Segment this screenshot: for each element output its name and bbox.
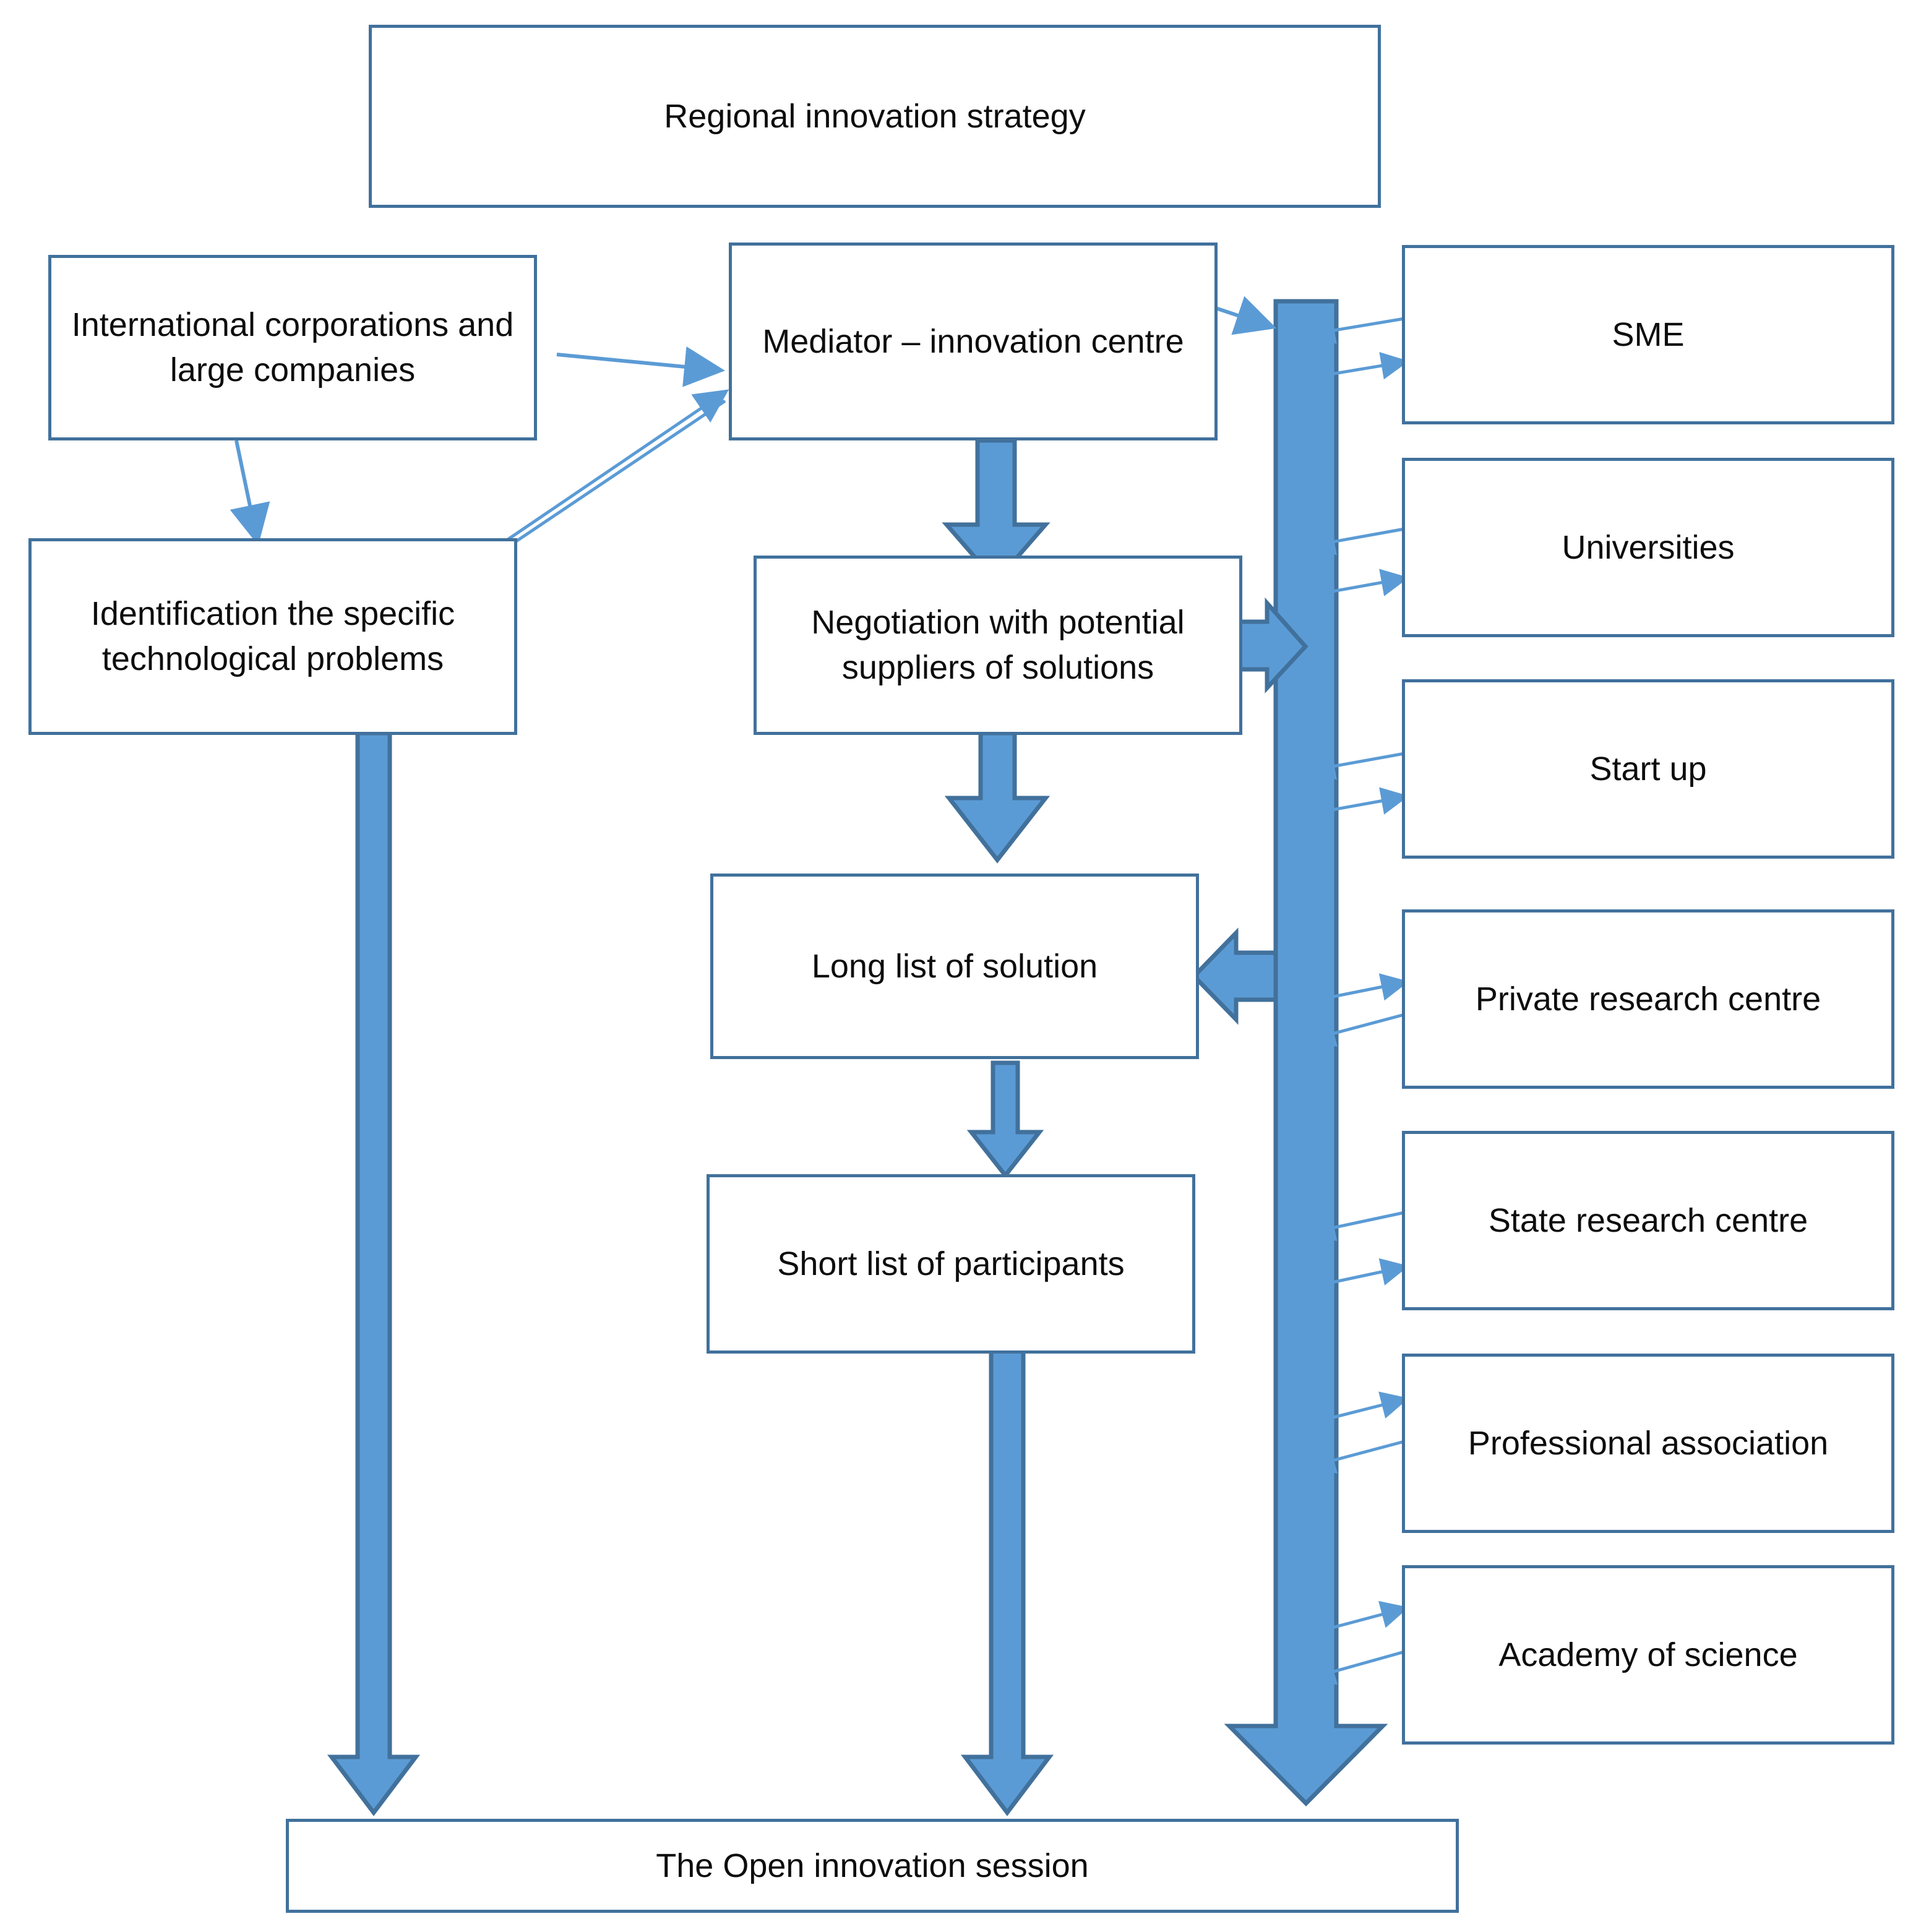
negotiation-suppliers-box[interactable]: Negotiation with potential suppliers of … [754,556,1242,735]
corporations-to-mediator-line [556,346,725,387]
private-research-centre-label: Private research centre [1475,980,1821,1018]
aggregator-to-professional-assoc-line [1311,1391,1409,1425]
open-innovation-session-label: The Open innovation session [656,1847,1089,1884]
aggregator-to-startup-line [1311,787,1409,815]
academy-of-science-label: Academy of science [1498,1636,1798,1673]
long-list-solution-label: Long list of solution [811,947,1098,985]
aggregator-to-universities-line [1311,569,1409,597]
international-corporations-label: International corporations and large com… [71,306,514,389]
start-up-box[interactable]: Start up [1402,679,1894,859]
sme-label: SME [1612,316,1685,353]
aggregator-to-private-research-line [1311,973,1409,1003]
corporations-to-identification-line [230,440,270,546]
universities-to-aggregator-line [1307,527,1405,556]
professional-assoc-to-aggregator-line [1307,1440,1405,1474]
academy-of-science-box[interactable]: Academy of science [1402,1565,1894,1745]
identification-to-session-arrow [327,731,421,1816]
regional-innovation-strategy-box[interactable]: Regional innovation strategy [369,25,1381,208]
international-corporations-box[interactable]: International corporations and large com… [48,255,537,440]
longlist-to-shortlist-arrow [966,1060,1044,1179]
academy-to-aggregator-line [1307,1650,1405,1685]
aggregator-to-academy-line [1311,1600,1409,1635]
aggregator-to-state-research-line [1311,1258,1409,1289]
identification-problems-box[interactable]: Identification the specific technologica… [28,538,517,735]
start-up-label: Start up [1589,750,1707,788]
state-research-centre-label: State research centre [1488,1201,1808,1239]
universities-label: Universities [1562,528,1735,566]
aggregator-to-sme-line [1311,351,1409,380]
short-list-participants-label: Short list of participants [777,1245,1125,1282]
private-research-centre-box[interactable]: Private research centre [1402,909,1894,1089]
startup-to-aggregator-line [1307,752,1405,780]
long-list-solution-box[interactable]: Long list of solution [710,874,1199,1059]
regional-innovation-strategy-label: Regional innovation strategy [664,97,1086,135]
state-research-centre-box[interactable]: State research centre [1402,1131,1894,1310]
short-list-participants-box[interactable]: Short list of participants [707,1174,1195,1354]
universities-box[interactable]: Universities [1402,458,1894,637]
identification-problems-label: Identification the specific technologica… [90,595,455,677]
open-innovation-session-box[interactable]: The Open innovation session [286,1819,1459,1913]
aggregator-block-arrow [1224,299,1388,1806]
mediator-to-aggregator-line [1215,296,1277,335]
private-research-to-aggregator-line [1307,1013,1405,1047]
negotiation-suppliers-label: Negotiation with potential suppliers of … [811,604,1185,686]
negotiation-to-longlist-arrow [944,731,1051,864]
state-research-to-aggregator-line [1307,1211,1405,1242]
aggregator-to-longlist-arrow [1191,927,1278,1025]
sme-to-aggregator-line [1307,316,1405,345]
mediator-innovation-centre-box[interactable]: Mediator – innovation centre [729,243,1218,440]
mediator-innovation-centre-label: Mediator – innovation centre [762,322,1184,360]
shortlist-to-session-arrow [960,1345,1054,1816]
professional-association-label: Professional association [1468,1424,1829,1462]
sme-box[interactable]: SME [1402,245,1894,424]
professional-association-box[interactable]: Professional association [1402,1354,1894,1533]
